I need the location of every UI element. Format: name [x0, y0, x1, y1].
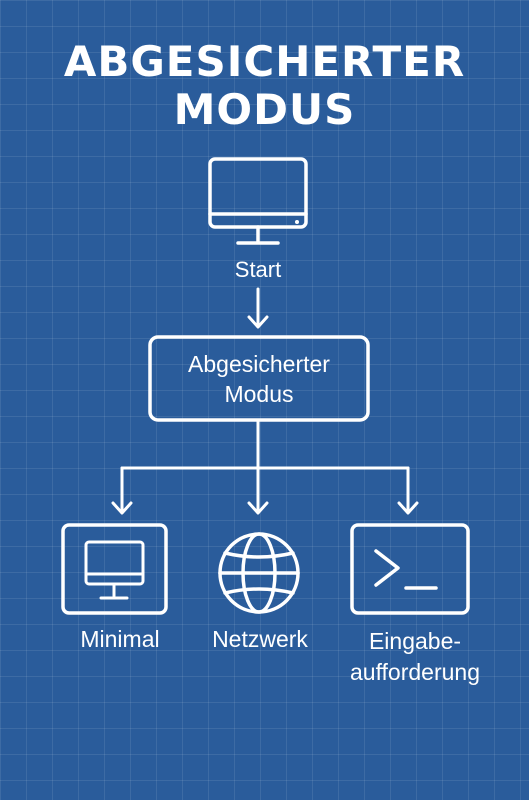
- prompt-label: Eingabe- aufforderung: [330, 626, 500, 688]
- start-monitor-icon: [208, 157, 308, 245]
- branch-connectors: [111, 418, 419, 515]
- minimal-label: Minimal: [80, 626, 160, 652]
- prompt-label-line-1: Eingabe-: [368, 628, 462, 654]
- start-label: Start: [234, 257, 282, 282]
- safe-mode-label: Abgesicherter Modus: [150, 349, 368, 409]
- page-title: ABGESICHERTER MODUS: [0, 38, 529, 134]
- network-label: Netzwerk: [212, 626, 308, 652]
- title-line-2: MODUS: [173, 85, 356, 134]
- safe-mode-label-line-2: Modus: [224, 381, 294, 407]
- title-line-1: ABGESICHERTER: [63, 37, 466, 86]
- arrow-start-to-safe-mode: [247, 287, 269, 329]
- safe-mode-label-line-1: Abgesicherter: [188, 351, 330, 377]
- network-globe-icon: [218, 532, 300, 614]
- minimal-monitor-icon: [61, 523, 168, 615]
- prompt-label-line-2: aufforderung: [349, 659, 480, 685]
- prompt-terminal-icon: [350, 523, 470, 615]
